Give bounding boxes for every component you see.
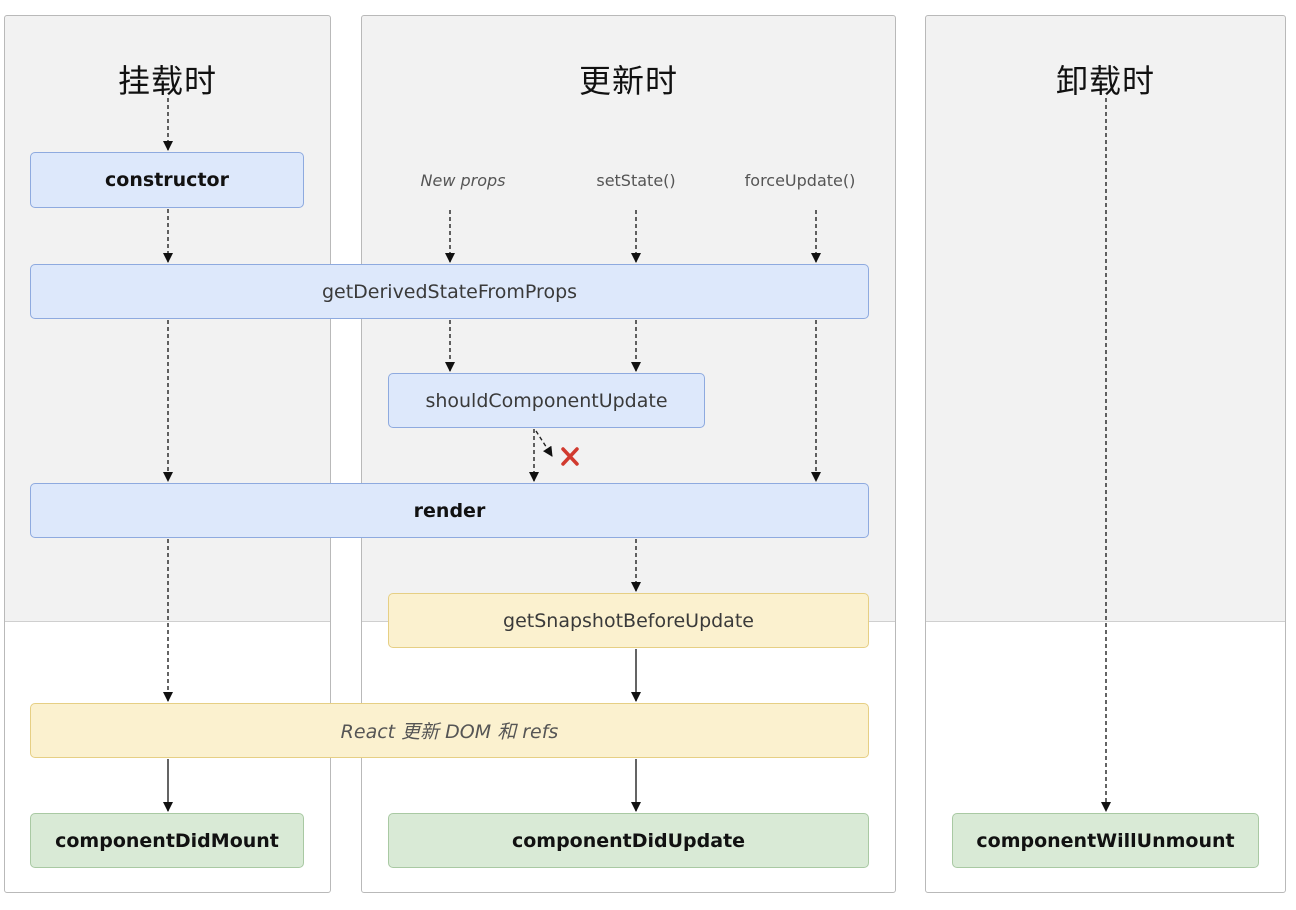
phase-title-mount: 挂载时 <box>117 62 217 100</box>
unmount-panel: 卸载时 <box>925 15 1286 893</box>
mount-panel: 挂载时 <box>4 15 331 893</box>
commit-phase-divider <box>5 621 330 622</box>
render-box: render <box>30 483 869 538</box>
trigger-new-props: New props <box>420 171 506 190</box>
trigger-force-update: forceUpdate() <box>744 171 856 190</box>
get-derived-state-from-props-box: getDerivedStateFromProps <box>30 264 869 319</box>
react-updates-dom-box: React 更新 DOM 和 refs <box>30 703 869 758</box>
phase-title-unmount: 卸载时 <box>1055 62 1155 100</box>
phase-title-update: 更新时 <box>578 62 678 100</box>
trigger-set-state: setState() <box>596 171 676 190</box>
should-component-update-box: shouldComponentUpdate <box>388 373 705 428</box>
commit-phase-divider <box>926 621 1285 622</box>
update-panel: 更新时 <box>361 15 896 893</box>
constructor-box: constructor <box>30 152 304 208</box>
component-did-update-box: componentDidUpdate <box>388 813 869 868</box>
get-snapshot-before-update-box: getSnapshotBeforeUpdate <box>388 593 869 648</box>
component-did-mount-box: componentDidMount <box>30 813 304 868</box>
component-will-unmount-box: componentWillUnmount <box>952 813 1259 868</box>
